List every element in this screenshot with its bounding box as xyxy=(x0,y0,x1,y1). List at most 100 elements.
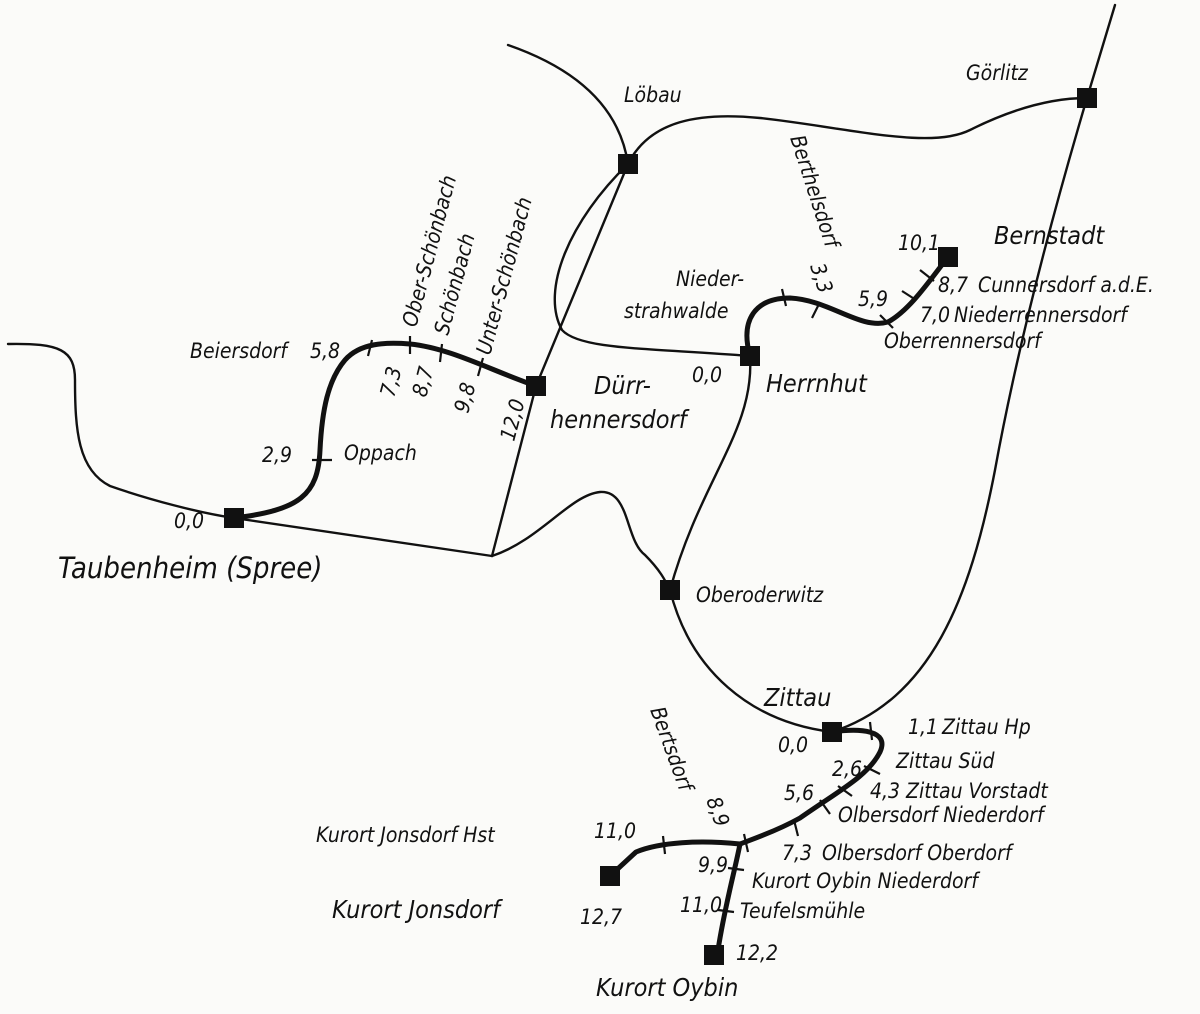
line-nw-loebau xyxy=(506,43,630,166)
label-taubenheim: Taubenheim (Spree) xyxy=(58,551,322,585)
label-loebau: Löbau xyxy=(624,83,682,107)
label-oberrennersdorf: Oberrennersdorf xyxy=(884,329,1044,353)
station-marker-taubenheim xyxy=(224,508,244,528)
km-cunnersdorf: 8,7 xyxy=(938,273,968,297)
label-goerlitz: Görlitz xyxy=(966,61,1029,85)
km-niederrennersdorf: 7,0 xyxy=(920,303,950,327)
tick-niederstrahwalde xyxy=(780,288,788,307)
line-goerlitz-zittau xyxy=(830,96,1089,734)
line-herrnhut-oberoderwitz xyxy=(668,354,752,592)
km-bertsdorf: 8,9 xyxy=(701,794,734,830)
km-oberrennersdorf: 5,9 xyxy=(858,287,888,311)
line-loebau-herrnhut xyxy=(553,162,752,358)
label-unter-schoenbach: Unter-Schönbach xyxy=(472,194,537,357)
km-zittau-hp: 1,1 xyxy=(908,715,938,739)
tick-zittau-vorstadt xyxy=(837,785,853,797)
km-schoenbach: 8,7 xyxy=(408,364,439,399)
label-berthelsdorf: Berthelsdorf xyxy=(785,132,845,253)
label-duerrhennersdorf-1: Dürr- xyxy=(594,371,651,400)
km-zittau-vorstadt: 4,3 xyxy=(870,779,900,803)
station-marker-herrnhut xyxy=(740,346,760,366)
tick-bertsdorf xyxy=(742,833,750,853)
label-niederrennersdorf: Niederrennersdorf xyxy=(954,303,1130,327)
line-oberoderwitz-zittau xyxy=(668,588,834,734)
labels-taubenheim-branch: 0,0 Taubenheim (Spree) 2,9 Oppach Beiers… xyxy=(58,173,690,585)
tick-niederrennersdorf xyxy=(901,290,917,301)
station-marker-kurort-jonsdorf xyxy=(600,866,620,886)
branch-herrnhut-bernstadt xyxy=(744,254,951,359)
tick-cunnersdorf xyxy=(919,269,935,282)
label-herrnhut: Herrnhut xyxy=(766,369,868,398)
station-marker-goerlitz xyxy=(1077,88,1097,108)
branch-bertsdorf-jonsdorf xyxy=(607,839,743,879)
label-zittau-hp: Zittau Hp xyxy=(941,715,1031,739)
label-oberoderwitz: Oberoderwitz xyxy=(696,583,824,607)
mainlines xyxy=(6,3,1117,734)
label-beiersdorf: Beiersdorf xyxy=(190,339,290,363)
tick-teufelsmuehle xyxy=(717,908,735,914)
tick-zittau-hp xyxy=(868,721,874,741)
label-duerrhennersdorf-2: hennersdorf xyxy=(550,405,690,434)
label-niederstrahwalde-1: Nieder- xyxy=(676,267,744,291)
station-marker-kurort-oybin xyxy=(704,945,724,965)
line-taubenheim-east xyxy=(232,516,494,558)
branch-bertsdorf-oybin xyxy=(715,841,743,953)
tick-schoenbach xyxy=(438,343,444,363)
labels-zittau-branch: 0,0 1,1 Zittau Hp 2,6 Zittau Süd 4,3 Zit… xyxy=(316,704,1048,1002)
km-berthelsdorf: 3,3 xyxy=(805,260,837,296)
label-cunnersdorf: Cunnersdorf a.d.E. xyxy=(978,273,1154,297)
km-beiersdorf: 5,8 xyxy=(310,339,340,363)
label-kurort-oybin: Kurort Oybin xyxy=(596,973,738,1002)
labels-bernstadt-branch: Bernstadt 10,1 Berthelsdorf 3,3 Nieder- … xyxy=(624,132,1154,398)
label-olbersdorf-niederdorf: Olbersdorf Niederdorf xyxy=(838,803,1047,827)
km-ticks xyxy=(312,269,935,914)
station-marker-oberoderwitz xyxy=(660,580,680,600)
km-zittau-sued: 2,6 xyxy=(832,757,862,781)
label-niederstrahwalde-2: strahwalde xyxy=(624,299,728,323)
tick-unter-schoenbach xyxy=(476,357,485,377)
km-oppach: 2,9 xyxy=(262,443,292,467)
labels-main-stations: Löbau Görlitz Oberoderwitz Zittau xyxy=(624,61,1029,712)
tick-olbersdorf-niederdorf xyxy=(819,799,831,815)
label-teufelsmuehle: Teufelsmühle xyxy=(740,899,865,923)
label-kurort-jonsdorf-hst: Kurort Jonsdorf Hst xyxy=(316,823,495,847)
km-kurort-jonsdorf-hst: 11,0 xyxy=(594,819,636,843)
label-olbersdorf-oberdorf: Olbersdorf Oberdorf xyxy=(822,841,1015,865)
tick-olbersdorf-oberdorf xyxy=(792,819,800,837)
line-duerrhennersdorf-south xyxy=(490,384,538,558)
km-olbersdorf-niederdorf: 5,6 xyxy=(784,781,814,805)
station-marker-bernstadt xyxy=(938,247,958,267)
km-teufelsmuehle: 11,0 xyxy=(680,893,722,917)
km-kurort-jonsdorf: 12,7 xyxy=(580,905,622,929)
label-oppach: Oppach xyxy=(344,441,417,465)
label-bernstadt: Bernstadt xyxy=(994,221,1105,250)
tick-beiersdorf xyxy=(366,339,374,357)
km-olbersdorf-oberdorf: 7,3 xyxy=(782,841,812,865)
km-taubenheim: 0,0 xyxy=(174,509,204,533)
label-zittau: Zittau xyxy=(763,683,831,712)
km-kurort-oybin-niederdorf: 9,9 xyxy=(698,853,728,877)
km-duerrhennersdorf: 12,0 xyxy=(496,396,530,443)
km-herrnhut: 0,0 xyxy=(692,363,722,387)
label-bertsdorf: Bertsdorf xyxy=(645,704,699,798)
line-duerrhennersdorf-loebau xyxy=(534,162,630,388)
label-zittau-sued: Zittau Süd xyxy=(895,749,996,773)
tick-kurort-jonsdorf-hst xyxy=(661,835,667,855)
line-goerlitz-north xyxy=(1085,3,1117,100)
station-markers xyxy=(224,88,1097,965)
station-marker-loebau xyxy=(618,154,638,174)
tick-oberrennersdorf xyxy=(879,314,894,329)
km-bernstadt: 10,1 xyxy=(898,231,940,255)
line-taubenheim-oberoderwitz xyxy=(490,490,672,592)
line-west-taubenheim xyxy=(6,342,236,520)
tick-kurort-oybin-niederdorf xyxy=(727,866,745,872)
label-kurort-oybin-niederdorf: Kurort Oybin Niederdorf xyxy=(752,869,981,893)
tick-zittau-sued xyxy=(863,765,881,775)
label-kurort-jonsdorf: Kurort Jonsdorf xyxy=(332,895,503,924)
km-ober-schoenbach: 7,3 xyxy=(376,364,407,399)
km-zittau: 0,0 xyxy=(778,733,808,757)
station-marker-duerrhennersdorf xyxy=(526,376,546,396)
label-zittau-vorstadt: Zittau Vorstadt xyxy=(905,779,1048,803)
km-unter-schoenbach: 9,8 xyxy=(450,380,481,415)
